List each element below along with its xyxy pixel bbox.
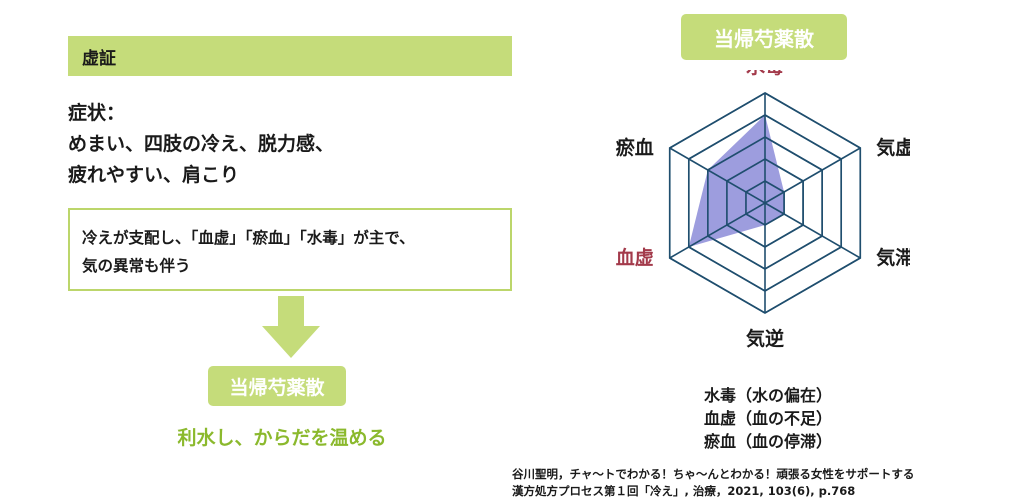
prescription-effect: 利水し、からだを温める bbox=[177, 427, 387, 449]
radar-points bbox=[668, 92, 862, 314]
symptoms-heading: 症状： bbox=[68, 102, 126, 124]
radar-spoke bbox=[764, 202, 861, 259]
radar-axis-label: 瘀血 bbox=[616, 136, 654, 159]
citation: 谷川聖明，チャ〜トでわかる！ちゃ〜んとわかる！頑張る女性をサポートする 漢方処方… bbox=[512, 466, 1024, 500]
citation-line: 谷川聖明，チャ〜トでわかる！ちゃ〜んとわかる！頑張る女性をサポートする bbox=[512, 467, 915, 481]
down-arrow-icon bbox=[262, 296, 320, 358]
radar-ring-overlay bbox=[687, 114, 843, 292]
legend-item: 血虚（血の不足） bbox=[703, 409, 832, 428]
note-line: 気の異常も伴う bbox=[82, 257, 191, 275]
legend-item: 水毒（水の偏在） bbox=[703, 386, 832, 405]
radar-ring-overlay bbox=[726, 158, 804, 248]
radar-spoke bbox=[669, 147, 766, 204]
symptoms-line: めまい、四肢の冷え、脱力感、 bbox=[68, 133, 335, 155]
radar-ring-overlay bbox=[668, 92, 862, 314]
header-title: 虚証 bbox=[82, 48, 116, 69]
radar-axis-label: 水毒 bbox=[746, 70, 784, 78]
citation-line: 漢方処方プロセス第１回「冷え」, 治療，2021, 103(6), p.768 bbox=[512, 484, 856, 498]
radar-spoke bbox=[669, 202, 766, 259]
prescription-name: 当帰芍薬散 bbox=[229, 376, 325, 399]
radar-axis-label: 気滞 bbox=[876, 246, 910, 269]
note-line: 冷えが支配し、「血虚」「瘀血」「水毒」が主で、 bbox=[82, 229, 415, 247]
radar-axis-label: 血虚 bbox=[616, 246, 654, 269]
symptoms-line: 疲れやすい、肩こり bbox=[68, 164, 240, 186]
radar-spoke bbox=[764, 147, 861, 204]
note-box: 冷えが支配し、「血虚」「瘀血」「水毒」が主で、 気の異常も伴う bbox=[68, 208, 512, 291]
chart-title: 当帰芍薬散 bbox=[714, 26, 814, 51]
legend: 水毒（水の偏在） 血虚（血の不足） 瘀血（血の停滞） bbox=[680, 384, 856, 453]
radar-axis-label: 気逆 bbox=[746, 327, 784, 350]
header-bar: 虚証 bbox=[68, 36, 512, 76]
symptoms-block: 症状： めまい、四肢の冷え、脱力感、 疲れやすい、肩こり bbox=[68, 98, 518, 191]
radar-labels: 水毒気虚気滞気逆 血虚 瘀血 bbox=[616, 70, 910, 350]
radar-axis-label: 気虚 bbox=[876, 136, 910, 159]
radar-chart: 水毒気虚気滞気逆 血虚 瘀血 bbox=[616, 70, 910, 350]
prescription-pill: 当帰芍薬散 bbox=[208, 366, 346, 406]
radar-data-area bbox=[688, 115, 785, 247]
chart-title-pill: 当帰芍薬散 bbox=[681, 14, 847, 60]
legend-item: 瘀血（血の停滞） bbox=[703, 432, 832, 451]
radar-spokes bbox=[669, 93, 861, 313]
